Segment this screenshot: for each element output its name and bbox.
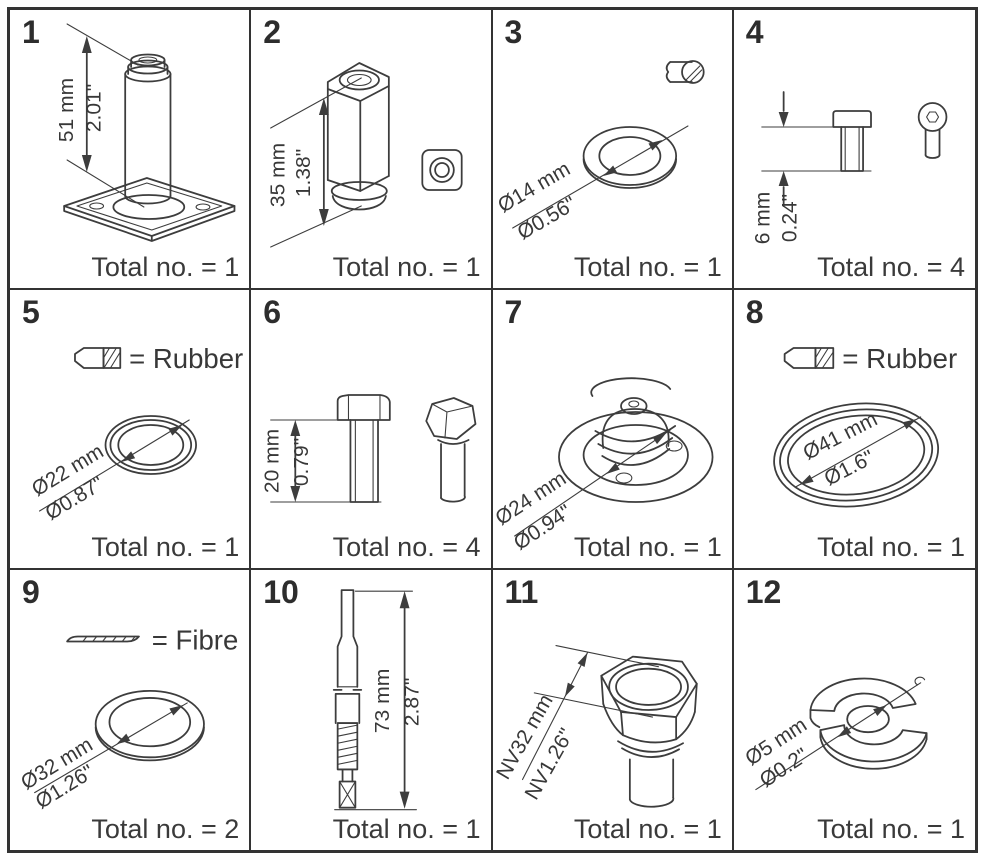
part-number: 9 — [22, 574, 40, 610]
material-label: = Fibre — [152, 624, 239, 655]
washer-cross-section-icon — [665, 60, 705, 84]
total-count: Total no. = 1 — [91, 252, 240, 283]
part-cell-7: 7 Ø24 mm Ø0.94" Total no. = 1 — [492, 290, 734, 570]
parts-grid: 1 51 mm 2.01" Total no. = 1 — [7, 7, 978, 853]
part-number: 2 — [263, 14, 282, 50]
part-number: 8 — [745, 294, 764, 330]
dimension-mm: 20 mm — [261, 429, 284, 493]
standpipe-drawing: 35 mm 1.38" — [267, 62, 463, 248]
part-cell-1: 1 51 mm 2.01" Total no. = 1 — [10, 10, 252, 290]
dimension-inch: 0.79" — [290, 438, 313, 486]
fibre-section-icon — [66, 635, 140, 643]
large-o-ring-drawing: = Rubber Ø41 mm Ø1.6" — [772, 343, 957, 508]
hex-bolt-drawing: 20 mm 0.79" — [261, 394, 477, 503]
material-label: = Rubber — [129, 343, 243, 374]
spindle-drawing: 73 mm 2.87" — [333, 589, 424, 811]
part-cell-5: 5 = Rubber Ø22 mm Ø0.87" Total no. = 1 — [10, 290, 252, 570]
part-cell-10: 10 73 mm 2.87" Total no. = 1 — [251, 570, 493, 850]
part-number: 1 — [22, 14, 40, 50]
total-count: Total no. = 1 — [817, 532, 965, 563]
hex-gland-drawing: NV32 mm NV1.26" — [493, 644, 698, 808]
dimension-mm: 51 mm — [55, 78, 78, 142]
armature-pin-drawing: 51 mm 2.01" — [55, 23, 236, 242]
total-count: Total no. = 1 — [91, 532, 240, 563]
total-count: Total no. = 1 — [573, 252, 722, 283]
part-number: 12 — [745, 574, 782, 610]
part-cell-3: 3 Ø14 mm Ø0.56" Total no. = 1 — [492, 10, 734, 290]
dimension-mm: 73 mm — [371, 669, 394, 734]
total-count: Total no. = 1 — [332, 252, 481, 283]
total-count: Total no. = 4 — [332, 532, 481, 563]
material-label: = Rubber — [842, 343, 957, 374]
part-cell-9: 9 = Fibre Ø32 mm Ø1.26" Total no. = 2 — [10, 570, 252, 850]
part-number: 4 — [745, 14, 764, 50]
part-number: 6 — [263, 294, 282, 330]
total-count: Total no. = 1 — [573, 814, 722, 845]
part-cell-4: 4 6 mm 0.24" Total no. = 4 — [733, 10, 975, 290]
part-number: 10 — [263, 574, 299, 610]
part-cell-2: 2 35 mm 1.38" Total no. = 1 — [251, 10, 493, 290]
part-cell-6: 6 20 mm 0.79" Total no. = 4 — [251, 290, 493, 570]
washer-drawing: Ø14 mm Ø0.56" — [494, 60, 705, 245]
diaphragm-spring-drawing: Ø24 mm Ø0.94" — [493, 377, 713, 555]
total-count: Total no. = 2 — [91, 814, 240, 845]
total-count: Total no. = 1 — [817, 814, 965, 845]
dimension-mm: 35 mm — [267, 143, 290, 207]
part-number: 5 — [22, 294, 40, 330]
dimension-inch: 1.38" — [292, 149, 315, 197]
dimension-inch: 2.01" — [83, 84, 106, 132]
fibre-gasket-drawing: = Fibre Ø32 mm Ø1.26" — [17, 624, 239, 813]
rubber-section-icon — [783, 347, 834, 369]
socket-screw-drawing: 6 mm 0.24" — [752, 91, 948, 244]
part-cell-8: 8 = Rubber Ø41 mm Ø1.6" Total no. = 1 — [733, 290, 975, 570]
part-number: 7 — [504, 294, 523, 330]
split-washer-drawing: Ø5 mm Ø0.2" — [741, 676, 928, 792]
total-count: Total no. = 4 — [817, 252, 965, 283]
o-ring-drawing: = Rubber Ø22 mm Ø0.87" — [28, 343, 243, 525]
total-count: Total no. = 1 — [332, 814, 481, 845]
part-cell-12: 12 Ø5 mm Ø0.2" Total no. = 1 — [733, 570, 975, 850]
part-cell-11: 11 NV32 mm NV1.26" Total no. = 1 — [492, 570, 734, 850]
dimension-inch: 0.24" — [778, 194, 801, 242]
rubber-section-icon — [74, 347, 122, 369]
total-count: Total no. = 1 — [573, 532, 722, 563]
dimension-inch: 2.87" — [401, 678, 424, 727]
part-number: 3 — [504, 14, 523, 50]
dimension-mm: 6 mm — [752, 192, 775, 244]
part-number: 11 — [504, 574, 539, 610]
